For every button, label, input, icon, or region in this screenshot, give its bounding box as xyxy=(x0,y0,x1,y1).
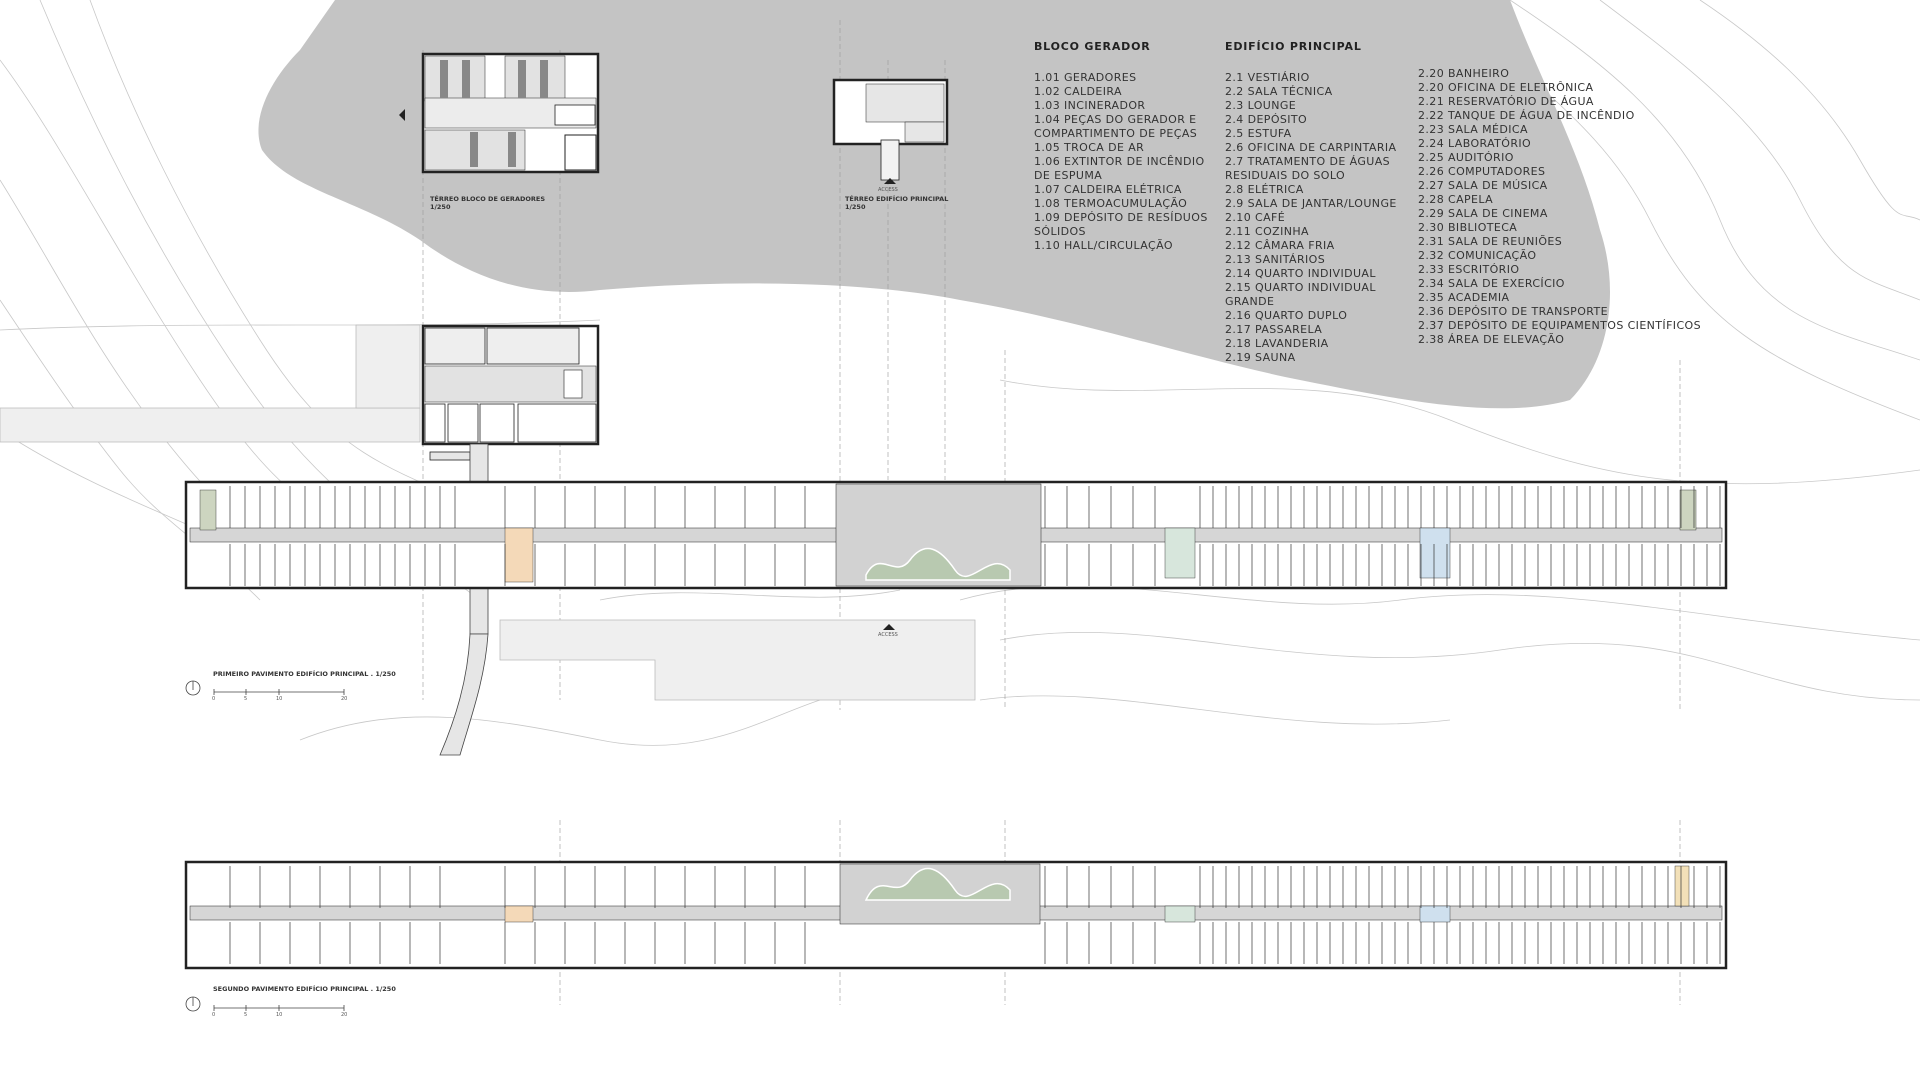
legend-item: 2.1 VESTIÁRIO xyxy=(1225,71,1310,84)
scale-terreo-principal: 1/250 xyxy=(845,203,866,211)
legend-item: 2.24 LABORATÓRIO xyxy=(1418,137,1532,150)
legend-item: 1.01 GERADORES xyxy=(1034,71,1137,84)
access-label-1: ACCESS xyxy=(878,632,898,638)
legend-item: 2.29 SALA DE CINEMA xyxy=(1418,207,1548,220)
legend-item: 2.15 QUARTO INDIVIDUAL GRANDE xyxy=(1225,281,1376,308)
legend-item: 2.5 ESTUFA xyxy=(1225,127,1292,140)
legend-item: 2.2 SALA TÉCNICA xyxy=(1225,85,1333,98)
legend-item: 2.20 OFICINA DE ELETRÔNICA xyxy=(1418,81,1594,94)
legend-item: 1.06 EXTINTOR DE INCÊNDIO DE ESPUMA xyxy=(1034,155,1205,182)
generator-block-first-floor xyxy=(421,324,600,461)
legend-item: 2.16 QUARTO DUPLO xyxy=(1225,309,1348,322)
legend-item: 2.25 AUDITÓRIO xyxy=(1418,151,1514,164)
legend-item: 2.13 SANITÁRIOS xyxy=(1225,253,1326,266)
scale-tick-0: 0 xyxy=(212,1012,216,1018)
first-floor-rooms xyxy=(229,486,1721,586)
legend-item: 2.14 QUARTO INDIVIDUAL xyxy=(1225,267,1376,280)
generator-block-ground-plan xyxy=(421,52,600,174)
scale-tick-5: 5 xyxy=(244,696,248,702)
legend-item: 2.38 ÁREA DE ELEVAÇÃO xyxy=(1418,333,1565,346)
title-terreo-principal: TÉRREO EDIFÍCIO PRINCIPAL xyxy=(845,195,949,203)
legend-item: 2.22 TANQUE DE ÁGUA DE INCÊNDIO xyxy=(1418,109,1635,122)
legend-item: 2.19 SAUNA xyxy=(1225,351,1296,364)
title-segundo-pavimento: SEGUNDO PAVIMENTO EDIFÍCIO PRINCIPAL . 1… xyxy=(213,985,396,993)
scale-tick-10: 10 xyxy=(276,696,283,702)
scale-tick-20: 20 xyxy=(341,696,348,702)
legend-item: 2.6 OFICINA DE CARPINTARIA xyxy=(1225,141,1397,154)
legend-item: 2.26 COMPUTADORES xyxy=(1418,165,1546,178)
legend-item: 2.17 PASSARELA xyxy=(1225,323,1323,336)
scale-bar-1 xyxy=(213,689,345,695)
legend-item: 2.8 ELÉTRICA xyxy=(1225,183,1304,196)
legend-title: BLOCO GERADOR xyxy=(1034,40,1151,53)
main-building-ground-plan xyxy=(832,78,949,184)
legend-item: 1.09 DEPÓSITO DE RESÍDUOS SÓLIDOS xyxy=(1034,211,1208,238)
legend-item: 2.12 CÂMARA FRIA xyxy=(1225,239,1335,252)
legend-item: 2.11 COZINHA xyxy=(1225,225,1309,238)
scale-tick-5: 5 xyxy=(244,1012,248,1018)
legend-item: 2.30 BIBLIOTECA xyxy=(1418,221,1518,234)
site-pavement xyxy=(0,324,976,701)
scale-tick-10: 10 xyxy=(276,1012,283,1018)
legend-item: 2.37 DEPÓSITO DE EQUIPAMENTOS CIENTÍFICO… xyxy=(1418,319,1701,332)
legend-item: 2.34 SALA DE EXERCÍCIO xyxy=(1418,277,1565,290)
scale-tick-20: 20 xyxy=(341,1012,348,1018)
legend-item: 2.36 DEPÓSITO DE TRANSPORTE xyxy=(1418,305,1608,318)
legend-item: 2.35 ACADEMIA xyxy=(1418,291,1510,304)
legend-item: 2.31 SALA DE REUNIÕES xyxy=(1418,235,1563,248)
legend-item: 1.03 INCINERADOR xyxy=(1034,99,1146,112)
scale-terreo-gerador: 1/250 xyxy=(430,203,451,211)
north-arrow-1 xyxy=(185,680,201,696)
legend-item: 2.9 SALA DE JANTAR/LOUNGE xyxy=(1225,197,1397,210)
legend-item: 1.04 PEÇAS DO GERADOR E COMPARTIMENTO DE… xyxy=(1034,113,1198,140)
title-terreo-gerador: TÉRREO BLOCO DE GERADORES xyxy=(430,195,546,203)
legend-item: 2.3 LOUNGE xyxy=(1225,99,1297,112)
legend-item: 2.7 TRATAMENTO DE ÁGUAS RESIDUAIS DO SOL… xyxy=(1225,155,1391,182)
legend-item: 1.02 CALDEIRA xyxy=(1034,85,1122,98)
legend-item: 2.32 COMUNICAÇÃO xyxy=(1418,249,1537,262)
legend-item: 1.07 CALDEIRA ELÉTRICA xyxy=(1034,183,1182,196)
access-arrows xyxy=(399,109,895,630)
title-primeiro-pavimento: PRIMEIRO PAVIMENTO EDIFÍCIO PRINCIPAL . … xyxy=(213,670,396,678)
access-label-2: ACCESS xyxy=(878,187,898,193)
main-building-second-floor xyxy=(184,860,1728,970)
legend-item: 2.20 BANHEIRO xyxy=(1418,67,1510,80)
legend-item: 1.10 HALL/CIRCULAÇÃO xyxy=(1034,239,1173,252)
second-floor-rooms xyxy=(229,866,1721,964)
legend-item: 2.4 DEPÓSITO xyxy=(1225,113,1308,126)
north-arrow-2 xyxy=(185,996,201,1012)
main-building-first-floor xyxy=(184,480,1728,590)
scale-tick-0: 0 xyxy=(212,696,216,702)
legend-item: 1.05 TROCA DE AR xyxy=(1034,141,1145,154)
legend-item: 2.23 SALA MÉDICA xyxy=(1418,123,1528,136)
legend-title: EDIFÍCIO PRINCIPAL xyxy=(1225,40,1362,53)
legend-item: 2.10 CAFÉ xyxy=(1225,211,1286,224)
legend-item: 2.28 CAPELA xyxy=(1418,193,1494,206)
scale-bar-2 xyxy=(213,1005,345,1011)
legend-item: 2.33 ESCRITÓRIO xyxy=(1418,263,1520,276)
legend-item: 2.21 RESERVATÓRIO DE ÁGUA xyxy=(1418,95,1594,108)
legend-item: 1.08 TERMOACUMULAÇÃO xyxy=(1034,197,1188,210)
legend-item: 2.18 LAVANDERIA xyxy=(1225,337,1329,350)
legend-item: 2.27 SALA DE MÚSICA xyxy=(1418,179,1548,192)
